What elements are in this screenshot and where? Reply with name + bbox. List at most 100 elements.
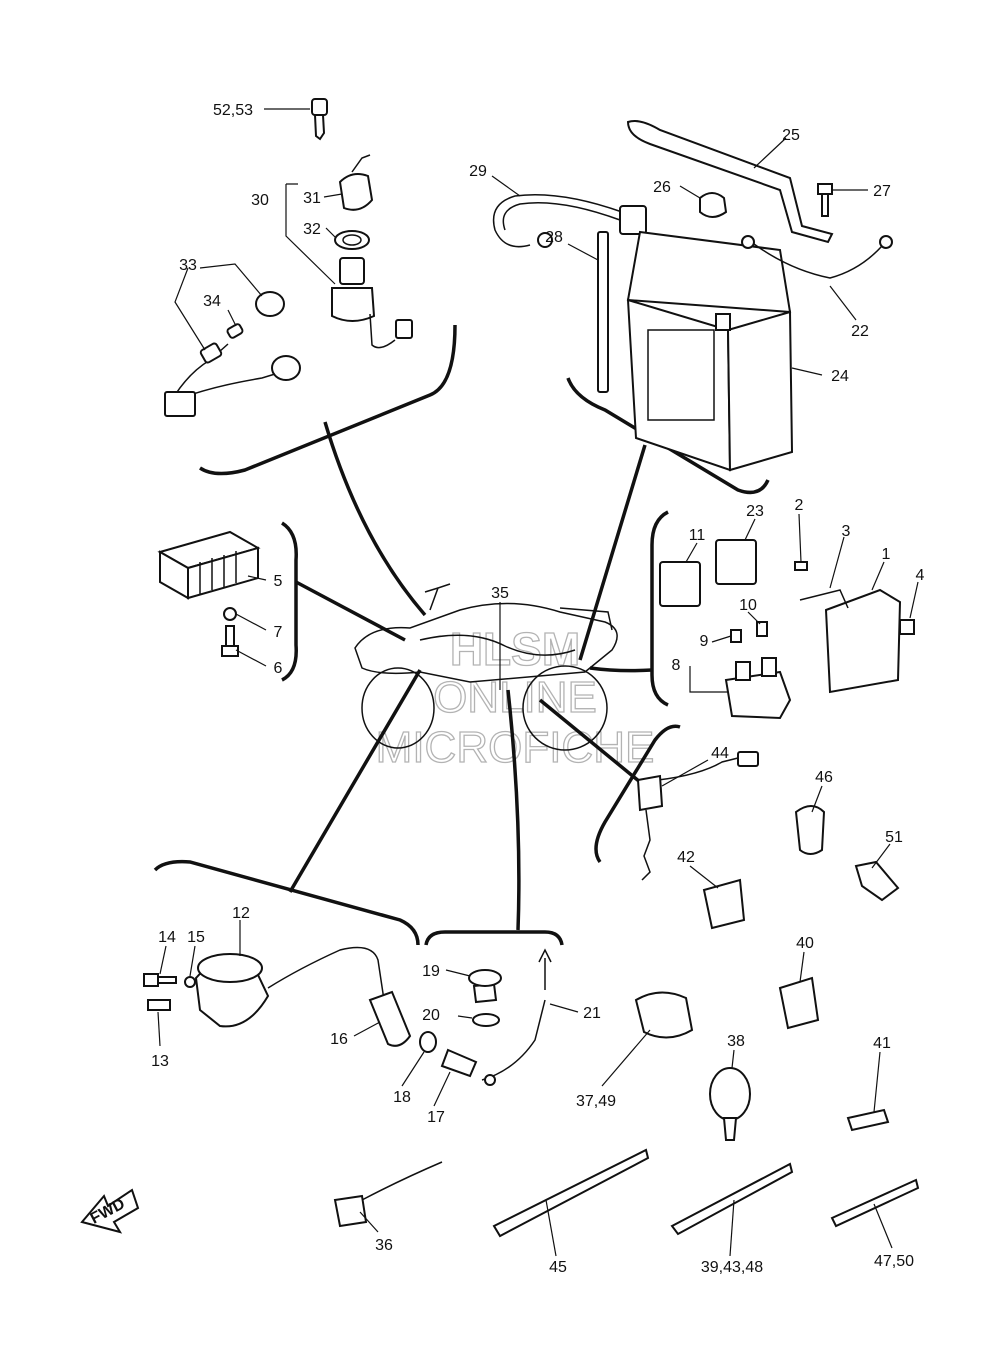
leader-18: [401, 1051, 425, 1087]
callout-22: 22: [851, 323, 869, 340]
bolt-head: [817, 183, 833, 195]
atv-front-wheel: [361, 667, 435, 749]
leader-37-49: [601, 1029, 651, 1087]
watermark-line-2: ONLINE: [433, 673, 597, 722]
battery-bolt-part: [817, 183, 833, 217]
main-switch-thread: [339, 257, 365, 285]
callout-25: 25: [782, 127, 800, 144]
atv-body: [354, 602, 618, 683]
leader-8: [689, 666, 728, 693]
regulator-bolt-head: [221, 645, 239, 657]
battery-cable-part: [741, 235, 893, 279]
callout-33: 33: [179, 257, 197, 274]
clip-37: [634, 991, 694, 1039]
leader-lines: [157, 108, 919, 1257]
battery-lead-terminal: [537, 232, 553, 248]
callout-38: 38: [727, 1033, 745, 1050]
neutral-switch-spring: [641, 809, 651, 881]
callout-3: 3: [842, 523, 851, 540]
callout-23: 23: [746, 503, 764, 520]
callout-2: 2: [795, 497, 804, 514]
fwd-arrow: [80, 1188, 140, 1234]
temp-sensor-terminal: [484, 1074, 496, 1086]
starter-relay-terminal-b: [761, 657, 777, 677]
coil-bolt-shank: [157, 976, 177, 984]
callout-labels: 52,53 31 30 32 33 34 29 28 26 25 27 22 2…: [151, 102, 924, 1276]
callout-46: 46: [815, 769, 833, 786]
callout-18: 18: [393, 1089, 411, 1106]
damper-body: [699, 192, 728, 218]
leader-10: [747, 611, 761, 625]
leader-28: [567, 243, 599, 261]
cable-tie-39: [670, 1162, 794, 1236]
leader-39-43-48: [729, 1199, 735, 1257]
leader-19: [445, 969, 471, 977]
key-head: [311, 98, 328, 116]
callout-11: 11: [689, 527, 706, 544]
leader-11: [685, 542, 698, 563]
indicator-bulb: [226, 323, 244, 339]
callout-7: 7: [274, 624, 283, 641]
callout-39-43-48: 39,43,48: [701, 1259, 763, 1276]
callout-35: 35: [491, 585, 509, 602]
callout-37-49: 37,49: [576, 1093, 616, 1110]
callout-17: 17: [427, 1109, 445, 1126]
key-blade: [313, 114, 326, 141]
callout-28: 28: [545, 229, 563, 246]
clip-40: [778, 976, 820, 1030]
callout-6: 6: [274, 660, 283, 677]
leader-51: [871, 843, 891, 869]
callout-32: 32: [303, 221, 321, 238]
main-switch-coupler: [395, 319, 413, 339]
main-switch-part: [331, 154, 413, 349]
leader-22: [829, 285, 857, 321]
main-switch-nut: [334, 230, 370, 250]
clip-36-band: [361, 1161, 443, 1201]
cdi-bracket: [799, 589, 849, 609]
neutral-switch-body: [636, 774, 664, 812]
leader-2: [798, 513, 802, 563]
leader-3: [829, 536, 845, 589]
thermo-switch-parts: [419, 948, 552, 1086]
regulator-bolt-shank: [225, 625, 235, 649]
leader-17: [433, 1071, 451, 1107]
coil-bolt-head: [143, 973, 159, 987]
cdi-coupler: [899, 619, 915, 635]
indicator-coupler: [164, 391, 196, 417]
callout-34: 34: [203, 293, 221, 310]
indicator-harness: [174, 343, 276, 396]
leader-14: [159, 945, 167, 975]
bracket-switch-group: [594, 724, 681, 864]
fuse: [730, 629, 742, 643]
cable-ties: [492, 1148, 920, 1238]
battery-lead-boot: [619, 205, 647, 235]
thermo-oring: [472, 1013, 500, 1027]
key-part: [311, 98, 328, 141]
relay-b: [715, 539, 757, 585]
leader-5: [247, 575, 267, 581]
bolt-shank: [821, 193, 829, 217]
temp-sensor-lead: [481, 999, 546, 1081]
bracket-regulator-group: [280, 521, 298, 682]
neutral-switch-lead: [657, 757, 739, 781]
callout-26: 26: [653, 179, 671, 196]
group-brackets: [153, 324, 770, 946]
clip-46: [794, 805, 826, 855]
leader-26: [679, 185, 701, 199]
battery-cable-eye-b: [879, 235, 893, 249]
battery-band-part: [626, 120, 834, 244]
callout-16: 16: [330, 1031, 348, 1048]
atv-illustration: [354, 583, 618, 751]
relay-parts: [659, 539, 792, 720]
cdi-screw: [794, 561, 808, 571]
leader-36: [359, 1211, 379, 1233]
callout-47-50: 47,50: [874, 1253, 914, 1270]
leader-34: [227, 309, 237, 327]
leader-21: [549, 1003, 579, 1013]
battery-lead-cable: [492, 193, 623, 248]
indicator-plug: [199, 342, 223, 364]
neutral-switch-part: [636, 751, 759, 881]
neutral-switch-coupler: [737, 751, 759, 767]
callout-31: 31: [303, 190, 321, 207]
